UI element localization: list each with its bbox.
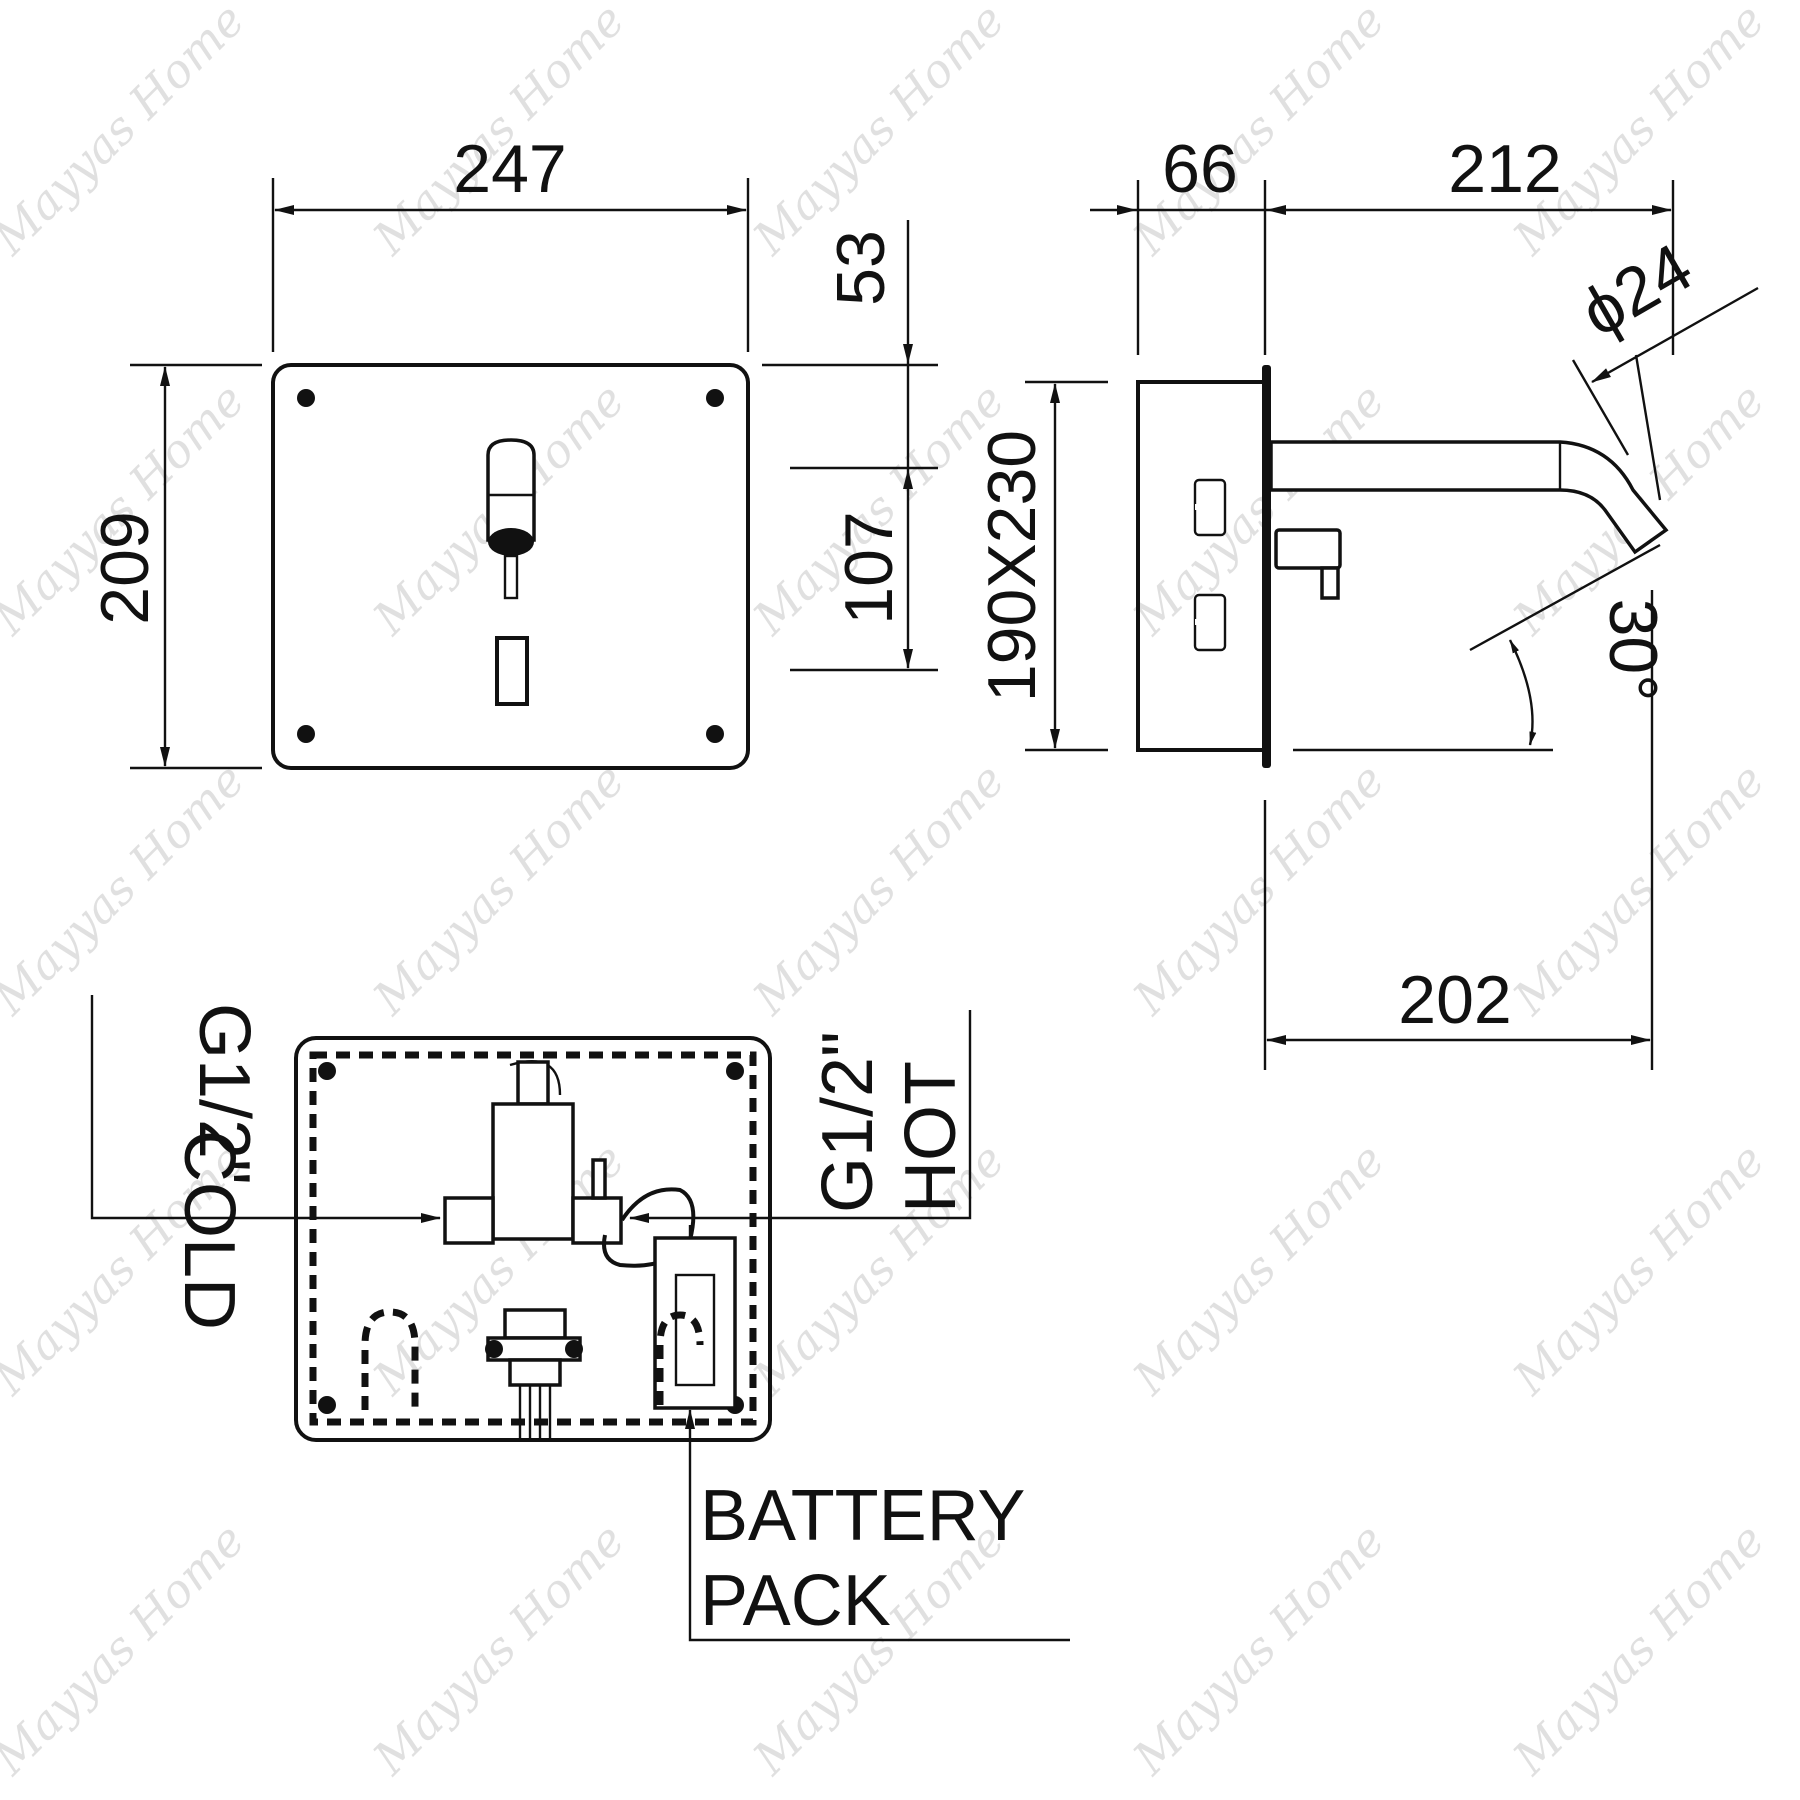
- solenoid-valve-icon: [443, 1060, 623, 1245]
- sensor-module-icon: [485, 1308, 583, 1440]
- hot-label: HOT: [891, 1061, 971, 1213]
- front-plate: [271, 363, 750, 770]
- battery-label-line1: BATTERY: [700, 1476, 1025, 1556]
- watermark-text: Mayyas Home: [0, 1513, 255, 1786]
- dim-cutout: 190X230: [974, 430, 1050, 702]
- dim-sensor-offset: 107: [831, 511, 907, 624]
- watermark-text: Mayyas Home: [0, 753, 255, 1026]
- dim-height: 209: [87, 511, 163, 624]
- rear-view: COLD G1/2" G1/2" HOT BATTERY PACK: [90, 995, 1070, 1642]
- watermark-text: Mayyas Home: [1502, 753, 1775, 1026]
- screw-icon: [706, 389, 724, 407]
- spout-side-icon: [1269, 440, 1669, 600]
- watermark-text: Mayyas Home: [1502, 1513, 1775, 1786]
- spout-front-icon: [486, 438, 536, 600]
- front-view: 247 209 53 107: [87, 131, 938, 770]
- screw-icon: [297, 389, 315, 407]
- mounting-loop-icon: [361, 1308, 419, 1410]
- watermark-text: Mayyas Home: [1122, 373, 1395, 646]
- screw-icon: [706, 725, 724, 743]
- dim-reach: 202: [1398, 962, 1511, 1038]
- watermark-text: Mayyas Home: [362, 753, 635, 1026]
- cold-connection-label: G1/2": [184, 1003, 264, 1185]
- screw-icon: [726, 1062, 744, 1080]
- watermark-text: Mayyas Home: [0, 0, 255, 265]
- diameter-leader-line: [1591, 286, 1759, 384]
- dim-width: 247: [453, 131, 566, 207]
- angle-arc: [1508, 639, 1537, 746]
- sensor-window-icon: [495, 636, 529, 706]
- screw-icon: [318, 1062, 336, 1080]
- dim-depth: 66: [1162, 131, 1238, 207]
- watermark-text: Mayyas Home: [742, 0, 1015, 265]
- watermark-text: Mayyas Home: [1122, 1133, 1395, 1406]
- watermark-text: Mayyas Home: [362, 1513, 635, 1786]
- dim-diameter: ϕ24: [1568, 229, 1704, 352]
- mounting-loop-icon: [656, 1311, 704, 1405]
- dim-top-offset: 53: [823, 230, 899, 306]
- watermark-text: Mayyas Home: [1502, 1133, 1775, 1406]
- side-view: 66 212 ϕ24 190X230 30° 202: [974, 131, 1759, 1070]
- screw-icon: [297, 725, 315, 743]
- dim-angle: 30°: [1595, 599, 1671, 702]
- watermark-text: Mayyas Home: [1122, 753, 1395, 1026]
- battery-pack-icon: [653, 1225, 737, 1410]
- wall-plate-edge: [1262, 365, 1271, 768]
- watermark-text: Mayyas Home: [742, 753, 1015, 1026]
- dashed-inner-outline: [309, 1051, 757, 1426]
- cold-label: COLD: [169, 1130, 249, 1330]
- screw-icon: [318, 1396, 336, 1414]
- watermark-text: Mayyas Home: [1122, 1513, 1395, 1786]
- battery-label-line2: PACK: [700, 1561, 891, 1641]
- dim-projection: 212: [1448, 131, 1561, 207]
- hot-connection-label: G1/2": [808, 1031, 888, 1213]
- rear-box: [294, 1036, 772, 1442]
